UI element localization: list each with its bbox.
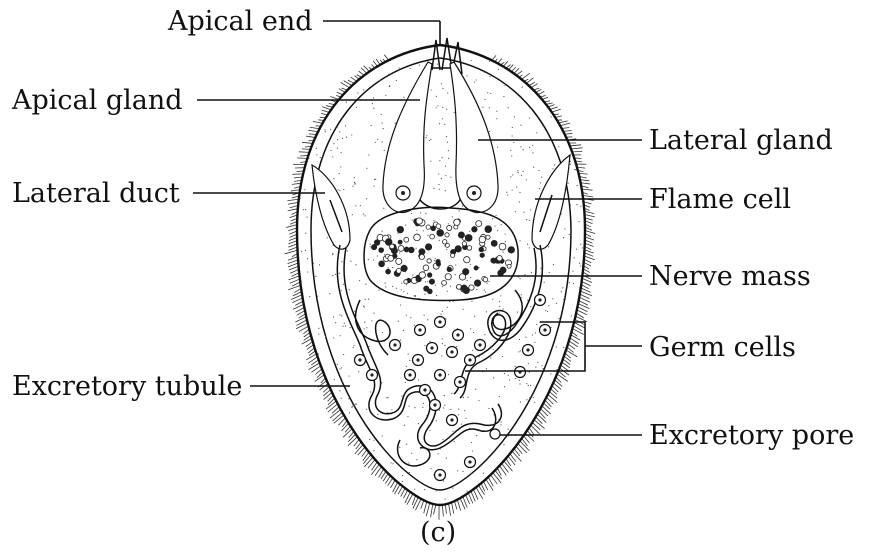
right-flame-cell [532,155,570,249]
label-nerve-mass: Nerve mass [649,261,811,292]
label-excretory-pore: Excretory pore [649,420,854,451]
excretory-pore [490,429,500,439]
figure-caption: (c) [420,517,456,548]
label-apical-end: Apical end [167,6,313,37]
label-flame-cell: Flame cell [649,184,791,215]
right-lateral-gland [450,62,498,213]
nerve-mass [364,207,518,300]
left-flame-cell [312,165,350,249]
label-germ-cells: Germ cells [649,332,796,363]
label-excretory-tubule: Excretory tubule [12,371,242,402]
label-lateral-gland: Lateral gland [649,125,833,156]
cilia-fringe [285,55,595,520]
label-lateral-duct: Lateral duct [12,178,180,209]
label-apical-gland: Apical gland [11,85,183,116]
left-lateral-gland [383,62,432,213]
